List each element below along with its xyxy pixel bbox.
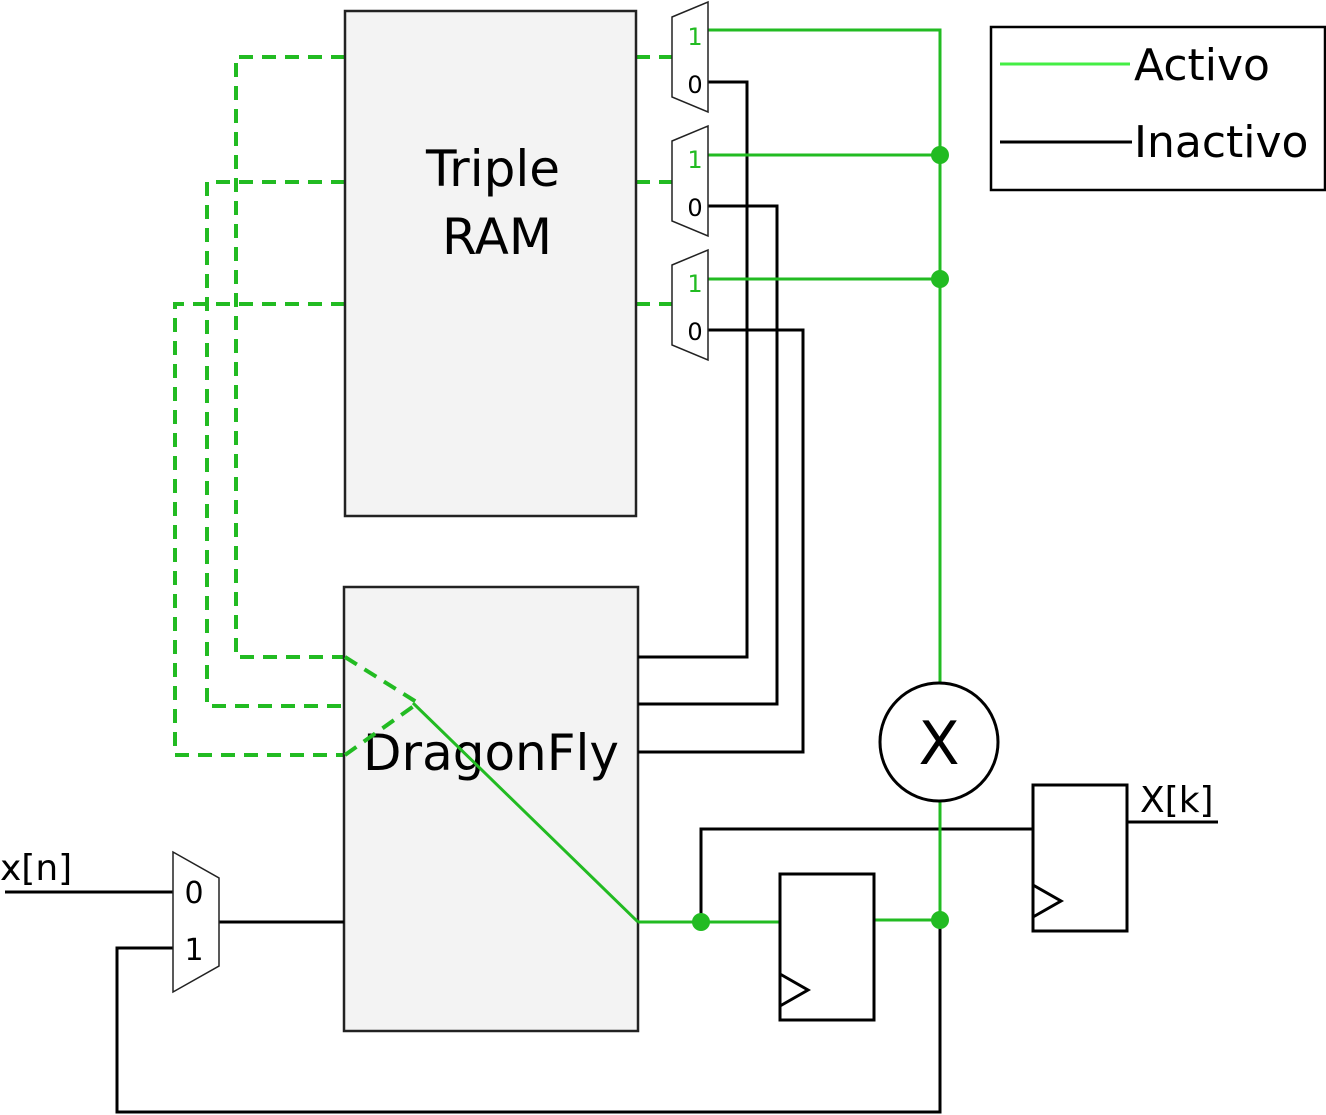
dashed-wire-3 <box>173 302 345 757</box>
register-1 <box>778 872 876 1022</box>
dragonfly-box <box>342 585 640 1033</box>
dragonfly-block: DragonFly <box>342 585 640 1033</box>
inactive-wires <box>5 80 1218 1114</box>
register-2 <box>1031 783 1129 933</box>
dashed-wire-1 <box>234 55 345 659</box>
ram-mux-3-in1-label: 1 <box>687 270 702 298</box>
input-mux-in0-label: 0 <box>184 876 203 911</box>
ram-mux-2-in0-label: 0 <box>687 194 702 222</box>
ram-mux-2-shape <box>671 124 709 238</box>
input-signal-label: x[n] <box>0 848 72 889</box>
legend-box <box>989 25 1326 192</box>
ram-mux-1-in1-label: 1 <box>687 23 702 51</box>
register-1-clock-icon <box>779 972 812 1008</box>
dragonfly-internal-active-path <box>411 701 640 924</box>
junction-dot <box>931 911 949 929</box>
feedback-wire <box>115 922 942 1114</box>
triple-ram-box <box>343 9 638 518</box>
input-mux-shape <box>172 850 220 994</box>
ram-mux-3-shape <box>671 248 709 362</box>
multiplier-circle <box>878 681 1000 803</box>
junction-dot <box>931 146 949 164</box>
ram-mux-3-in0-label: 0 <box>687 318 702 346</box>
mux3-in0-wire <box>638 328 805 754</box>
ram-mux-1-shape <box>671 0 709 114</box>
multiplier: X <box>878 681 1000 803</box>
junctions <box>692 146 949 931</box>
multiplier-label: X <box>918 709 959 779</box>
triple-ram-block: Triple RAM <box>343 9 638 518</box>
junction-dot <box>692 913 710 931</box>
dashed-connections <box>173 55 672 757</box>
junction-dot <box>931 270 949 288</box>
ram-mux-2-in1-label: 1 <box>687 146 702 174</box>
mux2-in0-wire <box>638 204 779 706</box>
dragonfly-internal-dash-1 <box>343 655 420 705</box>
legend: Activo Inactivo <box>989 25 1326 192</box>
dragonfly-label: DragonFly <box>363 724 619 782</box>
input-mux: 0 1 <box>172 850 220 994</box>
triple-ram-label-line2: RAM <box>442 208 552 266</box>
ram-mux-1: 1 0 <box>671 0 709 114</box>
ram-mux-3: 1 0 <box>671 248 709 362</box>
dragonfly-internal-dash-2 <box>343 701 420 757</box>
dragonfly-internal-dashed <box>343 655 420 757</box>
input-mux-in1-label: 1 <box>184 933 203 968</box>
legend-active-label: Activo <box>1134 40 1270 91</box>
mux1-in0-wire <box>638 80 749 659</box>
reg-out-feedback-wire <box>699 827 1034 922</box>
mux1-in1-wire <box>708 28 942 688</box>
legend-inactive-label: Inactivo <box>1134 117 1308 168</box>
dashed-wire-2 <box>205 180 345 708</box>
register-2-clock-icon <box>1032 883 1065 919</box>
ram-mux-1-in0-label: 0 <box>687 71 702 99</box>
output-signal-label: X[k] <box>1140 780 1214 821</box>
triple-ram-label-line1: Triple <box>425 140 560 198</box>
ram-mux-2: 1 0 <box>671 124 709 238</box>
